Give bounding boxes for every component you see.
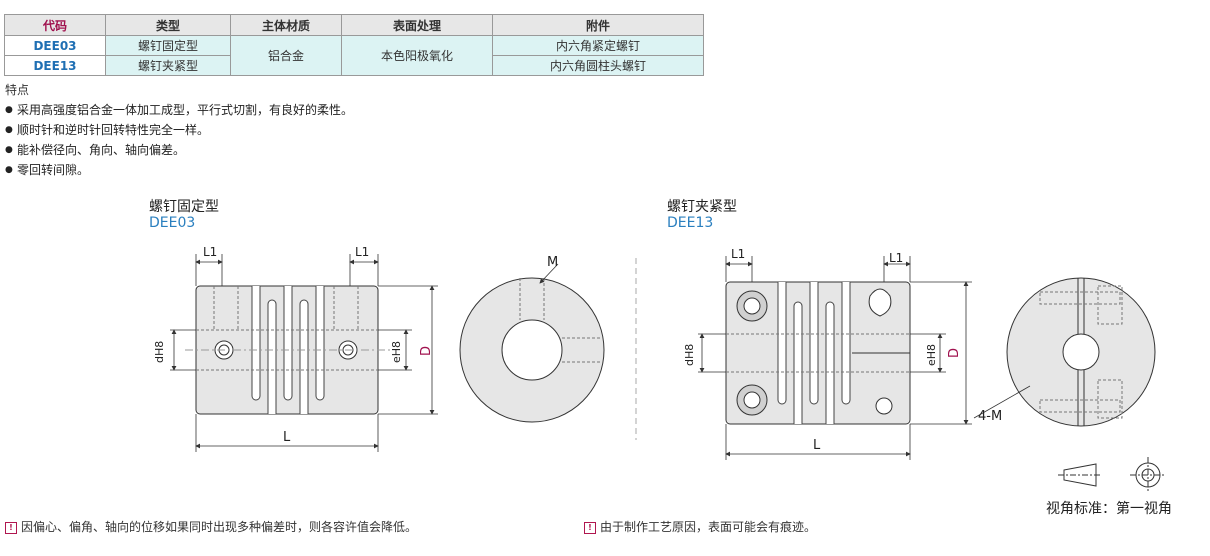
col-header-material: 主体材质 [230,14,342,36]
note-right: ! 由于制作工艺原因，表面可能会有痕迹。 [584,518,816,535]
projection-symbol-icon [1058,457,1166,493]
drawing-left-code: DEE03 [149,215,196,231]
dee03-L-label: L [283,430,291,445]
feature-item: 零回转间隙。 [5,160,353,180]
dee13-4M-label: 4-M [978,409,1002,424]
dee13-e-label: eH8 [925,344,938,366]
note-left: ! 因偏心、偏角、轴向的位移如果同时出现多种偏差时，则各容许值会降低。 [5,518,417,535]
info-icon: ! [5,521,17,534]
note-left-text: 因偏心、偏角、轴向的位移如果同时出现多种偏差时，则各容许值会降低。 [21,520,418,534]
dee13-L1-right-label: L1 [889,251,903,265]
spec-table: 代码 类型 主体材质 表面处理 附件 DEE03 螺钉固定型 铝合金 本色阳极氧… [4,14,704,76]
features-list: 采用高强度铝合金一体加工成型，平行式切割，有良好的柔性。 顺时针和逆时针回转特性… [5,100,353,180]
drawing-left-title: 螺钉固定型 [149,199,219,215]
features-title: 特点 [5,83,30,97]
dee13-d-label: dH8 [683,344,696,366]
col-header-code: 代码 [4,14,106,36]
cell-type: 螺钉夹紧型 [105,55,231,76]
dee13-L1-left-label: L1 [731,247,745,261]
dee03-side-view [185,285,390,415]
dee13-front-view [973,277,1156,427]
dee03-e-label: eH8 [390,341,403,363]
dee03-D-label: D [419,346,434,356]
col-header-attachment: 附件 [492,14,704,36]
feature-item: 采用高强度铝合金一体加工成型，平行式切割，有良好的柔性。 [5,100,353,120]
cell-code: DEE03 [4,35,106,56]
table-row: DEE13 螺钉夹紧型 内六角圆柱头螺钉 [4,55,704,76]
cell-material: 铝合金 [230,35,342,76]
table-row: DEE03 螺钉固定型 铝合金 本色阳极氧化 内六角紧定螺钉 [4,35,704,76]
dee03-M-label: M [547,255,558,270]
note-right-text: 由于制作工艺原因，表面可能会有痕迹。 [600,520,817,534]
features-section: 特点 采用高强度铝合金一体加工成型，平行式切割，有良好的柔性。 顺时针和逆时针回… [5,80,353,180]
cell-type: 螺钉固定型 [105,35,231,56]
dee03-L1-left-label: L1 [203,245,217,259]
cell-attachment: 内六角圆柱头螺钉 [492,55,704,76]
dee13-dimensions [698,256,972,460]
feature-item: 能补偿径向、角向、轴向偏差。 [5,140,353,160]
dee13-D-label: D [947,348,962,358]
view-standard-label: 视角标准：第一视角 [1046,501,1172,517]
cell-code: DEE13 [4,55,106,76]
col-header-type: 类型 [105,14,231,36]
dee13-L-label: L [813,438,821,453]
drawing-right-title: 螺钉夹紧型 [667,199,737,215]
feature-item: 顺时针和逆时针回转特性完全一样。 [5,120,353,140]
cell-surface: 本色阳极氧化 [341,35,493,76]
drawing-right-code: DEE13 [667,215,714,231]
dee03-L1-right-label: L1 [355,245,369,259]
info-icon: ! [584,521,596,534]
dee03-dimensions [170,254,438,452]
dee03-front-view [459,263,605,423]
dee03-d-label: dH8 [153,341,166,363]
dee13-side-view [725,281,911,425]
